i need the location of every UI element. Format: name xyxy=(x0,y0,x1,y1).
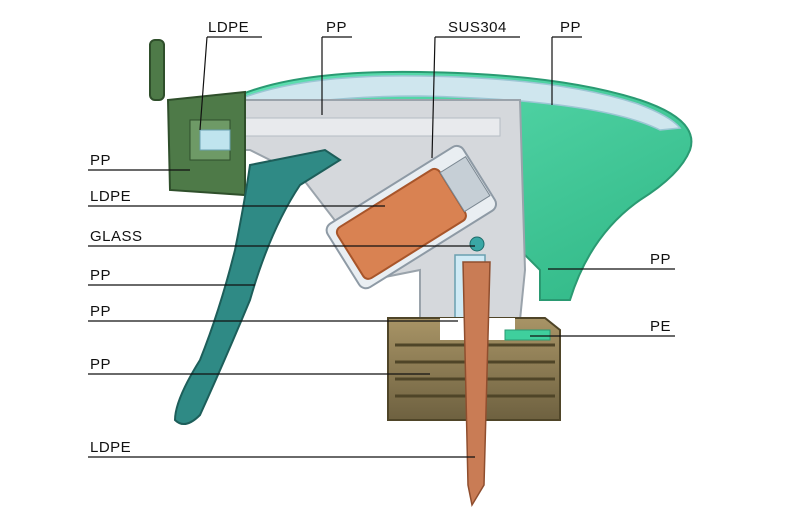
glass-ball xyxy=(469,236,485,252)
label-glass: GLASS xyxy=(90,228,143,245)
label-pp-cap: PP xyxy=(90,356,112,373)
leader-lines xyxy=(88,36,675,458)
label-pp-nozzle: PP xyxy=(90,152,112,169)
label-sus304: SUS304 xyxy=(448,19,507,36)
label-pe-gasket: PE xyxy=(650,318,672,335)
nozzle-tab xyxy=(149,39,165,101)
shroud-rim xyxy=(244,75,682,131)
trigger xyxy=(173,148,342,425)
gasket xyxy=(504,329,551,341)
label-pp-shroud: PP xyxy=(650,251,672,268)
label-ldpe-tube: LDPE xyxy=(90,439,132,456)
dip-tube xyxy=(462,261,491,508)
label-ldpe-top: LDPE xyxy=(208,19,250,36)
spring xyxy=(439,156,491,213)
label-pp-housing: PP xyxy=(90,303,112,320)
label-pp-trigger: PP xyxy=(90,267,112,284)
housing-inner-channel xyxy=(229,117,501,137)
shroud-body xyxy=(236,70,693,301)
label-pp-top-2: PP xyxy=(560,19,582,36)
label-pp-top-1: PP xyxy=(326,19,348,36)
nozzle-core xyxy=(199,129,231,151)
label-ldpe-piston: LDPE xyxy=(90,188,132,205)
